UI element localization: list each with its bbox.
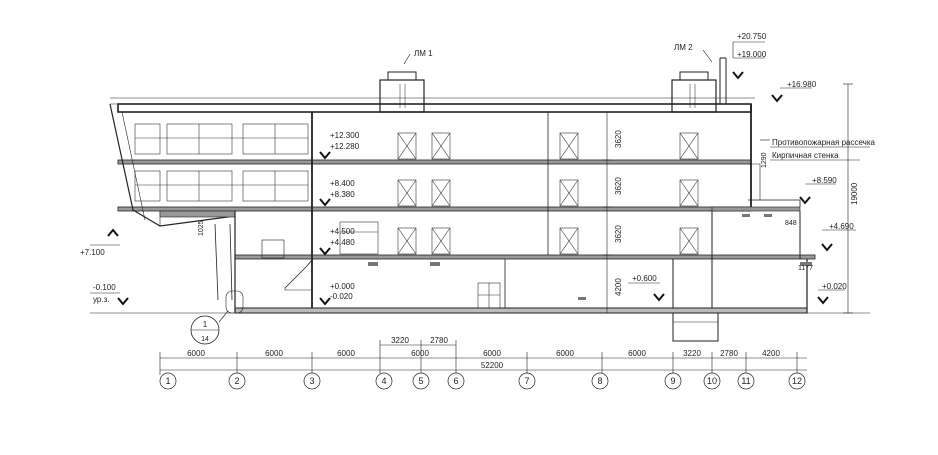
span-10-11: 2780 (720, 349, 738, 358)
span-2-3: 6000 (265, 349, 283, 358)
floor-height-4: 3620 (614, 130, 623, 148)
floor-height-1: 4200 (614, 278, 623, 296)
level-4500: +4.500 (330, 227, 355, 236)
svg-text:8: 8 (597, 376, 602, 386)
level-minus-0100: -0.100 (93, 283, 116, 292)
axis-1: 1 (159, 372, 177, 390)
dim-1025: 1025 (198, 220, 205, 236)
vent-label-1: ЛМ 1 (414, 49, 433, 58)
note-firebreak: Противопожарная рассечка (772, 138, 876, 147)
ground-level-label: ур.з. (93, 295, 109, 304)
axis-2: 2 (228, 372, 246, 390)
ground-slab (234, 307, 808, 314)
vent-label-2: ЛМ 2 (674, 43, 693, 52)
dim-848: 848 (785, 220, 797, 227)
svg-text:2: 2 (234, 376, 239, 386)
svg-text:6: 6 (453, 376, 458, 386)
level-chevrons (107, 71, 833, 306)
svg-text:3: 3 (309, 376, 314, 386)
total-length: 52200 (481, 361, 504, 370)
svg-text:10: 10 (707, 376, 717, 386)
equipment (368, 214, 812, 300)
level-8590: +8.590 (812, 176, 837, 185)
level-12300: +12.300 (330, 131, 360, 140)
axis-7: 7 (518, 372, 536, 390)
facade-windows (134, 123, 309, 202)
sub-span-2: 2780 (430, 336, 448, 345)
svg-text:9: 9 (670, 376, 675, 386)
svg-text:7: 7 (524, 376, 529, 386)
level-16980: +16.980 (787, 80, 817, 89)
dimension-chains (159, 340, 807, 375)
overall-height: 19000 (850, 182, 859, 205)
level-0020: +0.020 (822, 282, 847, 291)
span-1-2: 6000 (187, 349, 205, 358)
level-8400: +8.400 (330, 179, 355, 188)
floor-height-2: 3620 (614, 225, 623, 243)
svg-text:11: 11 (741, 376, 750, 386)
span-4-6: 6000 (411, 349, 429, 358)
axis-4: 4 (375, 372, 393, 390)
axis-11: 11 (737, 372, 755, 390)
svg-text:12: 12 (792, 376, 802, 386)
level-minus-0020: -0.020 (330, 292, 353, 301)
axis-12: 12 (788, 372, 806, 390)
axis-6: 6 (447, 372, 465, 390)
floor-height-3: 3620 (614, 177, 623, 195)
building-structure (109, 49, 816, 342)
note-brick-wall: Кирпичная стенка (772, 151, 839, 160)
svg-text:1: 1 (165, 376, 170, 386)
level-8380: +8.380 (330, 190, 355, 199)
span-7-8: 6000 (556, 349, 574, 358)
axis-markers: 1 2 3 4 5 6 7 8 9 10 11 12 (159, 372, 806, 390)
level-leaders (90, 41, 870, 314)
axis-8: 8 (591, 372, 609, 390)
section-sheet: 14 (201, 336, 209, 343)
floor-slab-4 (117, 159, 752, 165)
dim-1290: 1290 (761, 152, 768, 168)
roof-slab (117, 103, 752, 113)
level-7100: +7.100 (80, 248, 105, 257)
span-9-10: 3220 (683, 349, 701, 358)
level-12280: +12.280 (330, 142, 360, 151)
level-20750: +20.750 (737, 32, 767, 41)
svg-text:5: 5 (418, 376, 423, 386)
sub-span-1: 3220 (391, 336, 409, 345)
dim-1177: 1177 (798, 265, 813, 272)
level-0000: +0.000 (330, 282, 355, 291)
section-marker: 1 14 (190, 290, 244, 345)
floor-slab-2 (234, 254, 816, 260)
section-number: 1 (203, 320, 208, 329)
axis-10: 10 (703, 372, 721, 390)
span-11-12: 4200 (762, 349, 780, 358)
span-8-9: 6000 (628, 349, 646, 358)
floor-slab-3 (117, 206, 752, 212)
span-3-4: 6000 (337, 349, 355, 358)
axis-5: 5 (412, 372, 430, 390)
level-4480: +4.480 (330, 238, 355, 247)
span-6-7: 6000 (483, 349, 501, 358)
level-4690: +4.690 (829, 222, 854, 231)
level-0600: +0.600 (632, 274, 657, 283)
doors (339, 132, 699, 309)
level-19000: +19.000 (737, 50, 767, 59)
axis-9: 9 (664, 372, 682, 390)
svg-text:4: 4 (381, 376, 386, 386)
sloped-facade (109, 103, 236, 227)
axis-3: 3 (303, 372, 321, 390)
